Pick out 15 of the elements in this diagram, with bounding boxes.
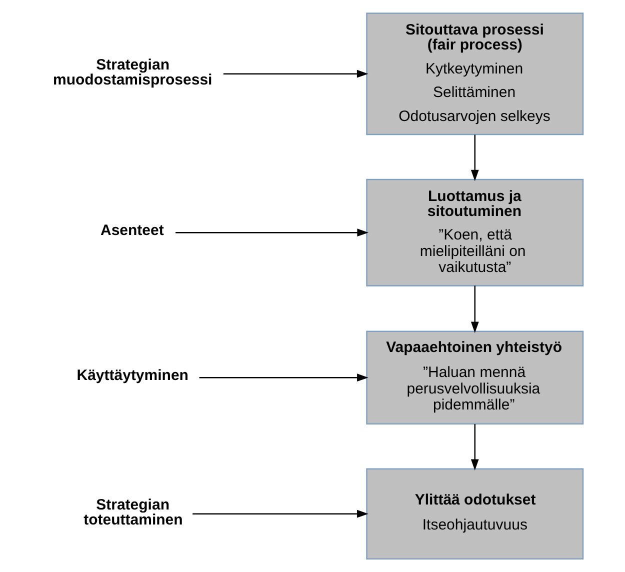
node-box: Vapaaehtoinen yhteistyö ”Haluan mennä perusvelvollisuuksia pidemmälle”	[366, 330, 584, 424]
node-box: Ylittää odotukset Itseohjautuvuus	[366, 468, 584, 560]
arrow	[470, 286, 478, 333]
node-box: Sitouttava prosessi (fair process) Kytkeytyminen Selittäminen Odotusarvojen selkeys	[366, 12, 584, 136]
arrow	[470, 134, 478, 182]
arrow	[175, 228, 368, 236]
arrow	[222, 70, 368, 78]
node-box: Luottamus ja sitoutuminen ”Koen, että mielipiteilläni on vaikutusta”	[366, 178, 584, 286]
arrow	[470, 424, 478, 470]
node-text: Käyttäytyminen	[76, 367, 188, 384]
node-text: Asenteet	[100, 222, 164, 240]
node-text: Strategian muodostamisprosessi	[52, 56, 212, 89]
node-text: Strategian toteuttaminen	[83, 496, 182, 529]
arrow	[192, 510, 368, 518]
arrow	[198, 374, 368, 382]
